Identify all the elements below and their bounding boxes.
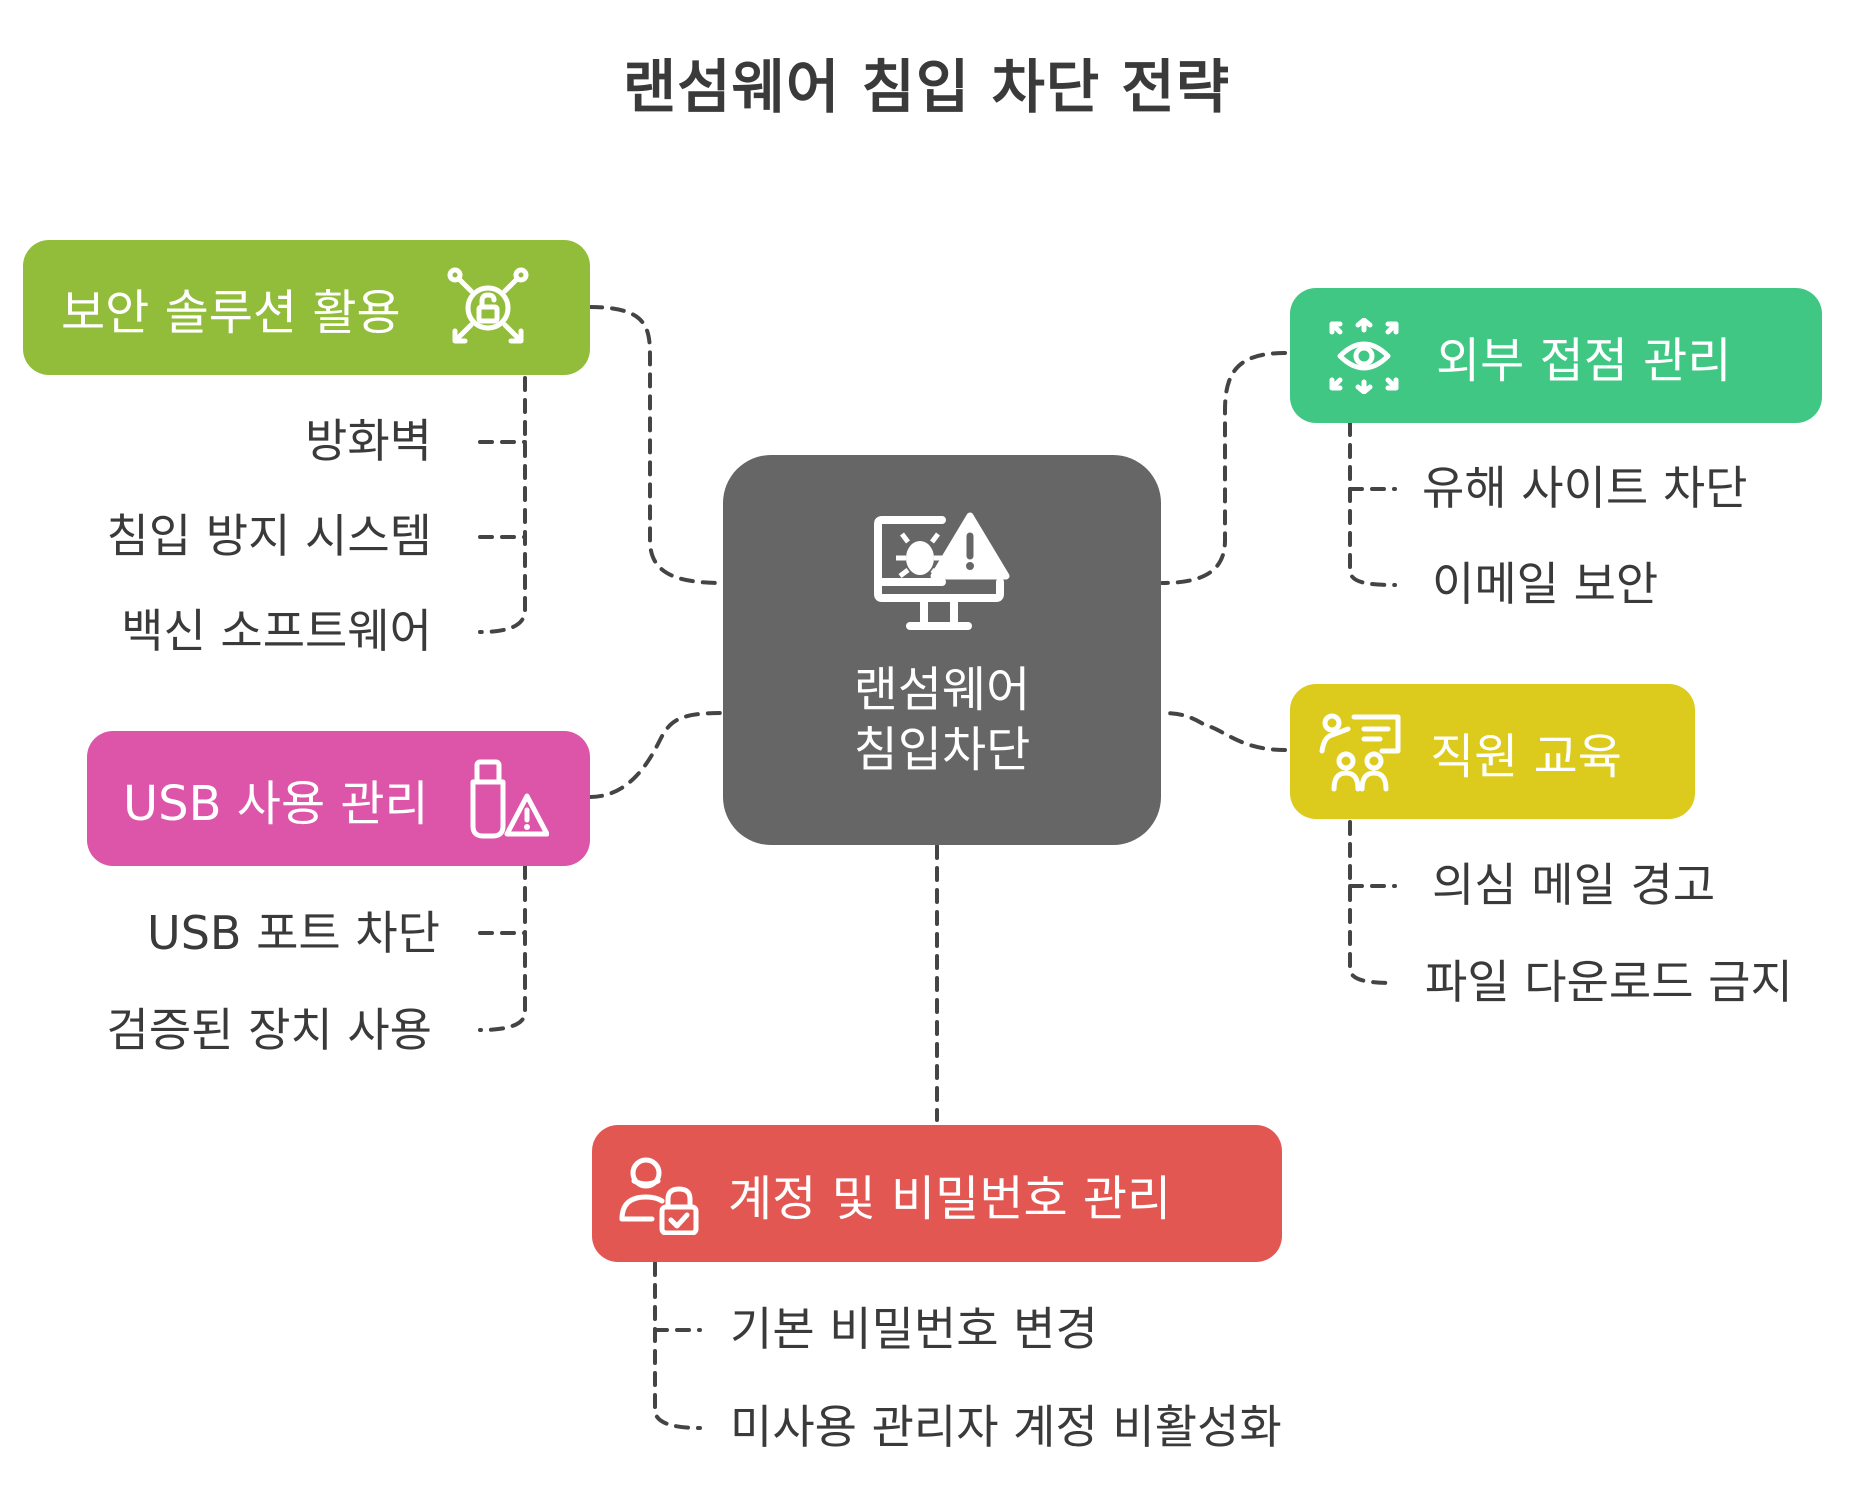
center-node: 랜섬웨어 침입차단 [723,455,1161,845]
connector-external-center [1160,351,1287,585]
connector-external-items [1348,421,1397,587]
connector-security-center [588,305,724,585]
training-item-suspicious-mail: 의심 메일 경고 [1432,858,1716,912]
center-label-line2: 침입차단 [853,722,1031,778]
node-usb-label: USB 사용 관리 [123,775,429,832]
usb-warning-icon [470,759,549,838]
security-item-ips: 침입 방지 시스템 [106,509,432,563]
account-item-disable-admin: 미사용 관리자 계정 비활성화 [730,1400,1282,1454]
user-lock-icon [619,1157,699,1235]
node-external-label: 외부 접점 관리 [1436,332,1732,389]
node-security-label: 보안 솔루션 활용 [61,284,401,341]
center-label-line1: 랜섬웨어 [853,662,1031,718]
group-training-icon [1319,713,1401,791]
eye-monitoring-icon [1329,317,1399,394]
training-item-download-ban: 파일 다운로드 금지 [1425,955,1793,1009]
external-item-email-security: 이메일 보안 [1432,557,1659,611]
diagram-title: 랜섬웨어 침입 차단 전략 [622,53,1231,121]
connector-security-items [478,376,527,634]
node-security-solutions: 보안 솔루션 활용 [23,240,590,375]
connector-training-center [1160,711,1287,752]
node-usb-management: USB 사용 관리 [87,731,590,866]
node-account-label: 계정 및 비밀번호 관리 [728,1170,1172,1227]
node-external-contact: 외부 접점 관리 [1290,288,1822,423]
usb-item-port-block: USB 포트 차단 [147,906,440,960]
node-employee-training: 직원 교육 [1290,684,1695,819]
connector-training-items [1348,820,1397,985]
external-item-harmful-site: 유해 사이트 차단 [1422,461,1748,515]
connector-usb-center [588,711,724,799]
security-item-firewall: 방화벽 [305,414,432,468]
node-account-password: 계정 및 비밀번호 관리 [592,1125,1282,1262]
account-item-default-password: 기본 비밀번호 변경 [730,1302,1098,1356]
connector-account-items [653,1261,702,1430]
usb-item-verified-device: 검증된 장치 사용 [106,1003,432,1057]
security-item-antivirus: 백신 소프트웨어 [121,604,432,658]
connector-usb-items [478,864,527,1032]
node-training-label: 직원 교육 [1430,728,1622,785]
infected-computer-warning-icon [874,512,1010,630]
security-lock-network-icon [447,267,529,343]
